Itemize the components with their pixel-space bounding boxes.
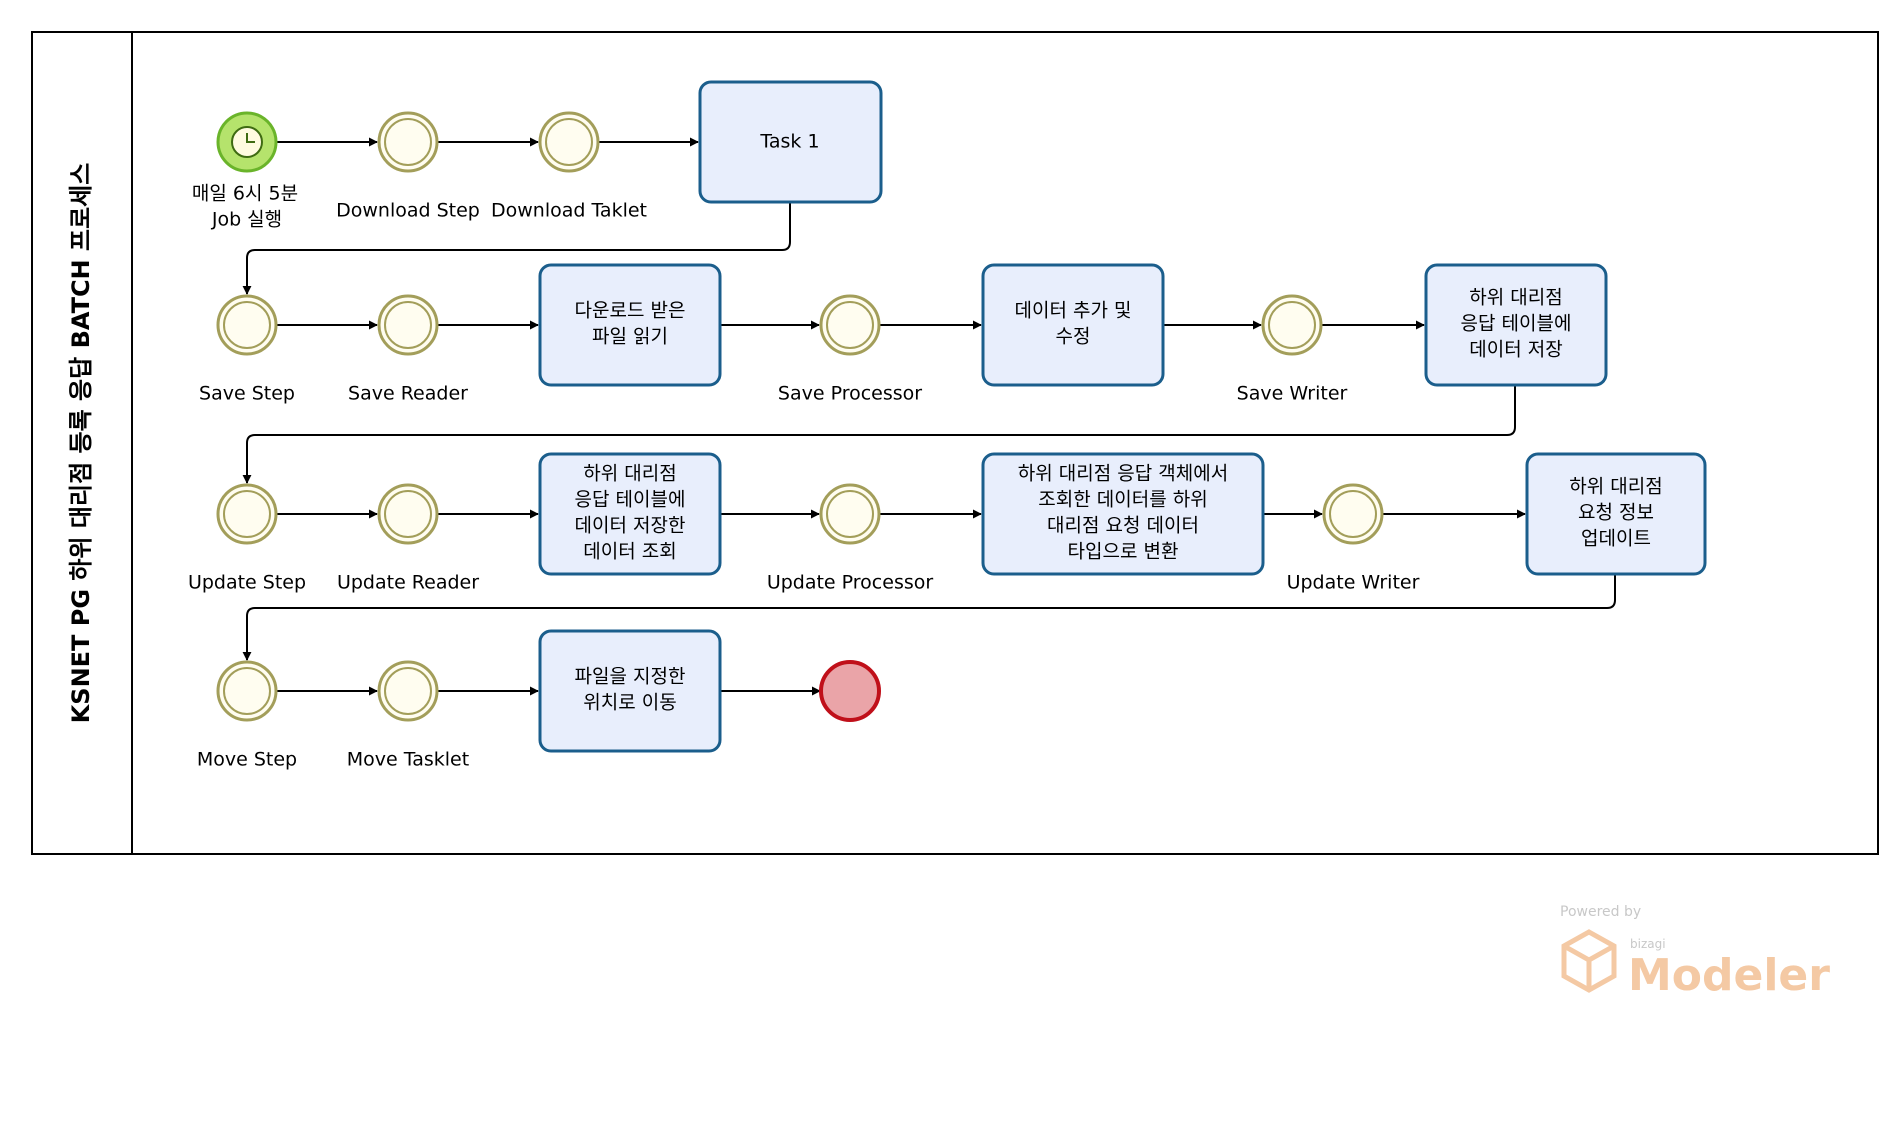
event-save-reader[interactable] <box>377 294 439 356</box>
start-event-label-line2: Job 실행 <box>211 209 282 231</box>
end-event[interactable] <box>819 660 881 722</box>
event-update-step[interactable] <box>216 483 278 545</box>
task-save-table-line3: 데이터 저장 <box>1469 339 1562 361</box>
event-move-tasklet[interactable] <box>377 660 439 722</box>
bizagi-logo-icon <box>1561 929 1617 993</box>
event-update-writer[interactable] <box>1322 483 1384 545</box>
task-convert-line3: 대리점 요청 데이터 <box>1047 515 1199 537</box>
task-convert-line1: 하위 대리점 응답 객체에서 <box>1018 463 1228 485</box>
label-save-reader: Save Reader <box>348 383 468 405</box>
label-update-processor: Update Processor <box>767 572 934 594</box>
event-save-processor[interactable] <box>819 294 881 356</box>
label-save-writer: Save Writer <box>1237 383 1348 405</box>
task-read-file-line2: 파일 읽기 <box>592 326 668 348</box>
task-query-saved-line4: 데이터 조회 <box>583 541 676 563</box>
task-read-file[interactable]: 다운로드 받은 파일 읽기 <box>538 263 722 387</box>
flow-update-request-to-move-step <box>242 575 1616 661</box>
task-move-file[interactable]: 파일을 지정한 위치로 이동 <box>538 629 722 753</box>
pool-title: KSNET PG 하위 대리점 등록 응답 BATCH 프로세스 <box>67 163 95 724</box>
task-1-label: Task 1 <box>759 131 819 153</box>
task-move-file-line2: 위치로 이동 <box>583 692 676 714</box>
label-download-tasklet: Download Taklet <box>491 200 647 222</box>
watermark: Powered by bizagi Modeler <box>1560 904 1830 1001</box>
label-download-step: Download Step <box>336 200 480 222</box>
watermark-powered-by: Powered by <box>1560 904 1641 920</box>
task-read-file-line1: 다운로드 받은 <box>575 300 686 322</box>
task-move-file-line1: 파일을 지정한 <box>575 666 686 688</box>
task-add-modify-line1: 데이터 추가 및 <box>1015 300 1132 322</box>
task-update-request-line3: 업데이트 <box>1581 528 1651 550</box>
label-update-step: Update Step <box>188 572 306 594</box>
label-save-step: Save Step <box>199 383 295 405</box>
flow-task1-to-save-step <box>242 202 791 295</box>
task-1[interactable]: Task 1 <box>698 80 883 204</box>
task-convert-line4: 타입으로 변환 <box>1068 541 1179 563</box>
start-event-label-line1: 매일 6시 5분 <box>192 183 298 205</box>
event-download-tasklet[interactable] <box>538 111 600 173</box>
pool-border <box>31 31 1879 855</box>
task-query-saved-line2: 응답 테이블에 <box>575 489 686 511</box>
sequence-flows <box>242 137 1616 696</box>
task-save-table[interactable]: 하위 대리점 응답 테이블에 데이터 저장 <box>1424 263 1608 387</box>
flow-save-table-to-update-step <box>242 386 1516 484</box>
label-move-tasklet: Move Tasklet <box>347 749 469 771</box>
task-query-saved[interactable]: 하위 대리점 응답 테이블에 데이터 저장한 데이터 조회 <box>538 452 722 576</box>
task-query-saved-line3: 데이터 저장한 <box>575 515 686 537</box>
watermark-brand: bizagi <box>1630 937 1666 951</box>
task-update-request-line1: 하위 대리점 <box>1569 476 1662 498</box>
task-convert[interactable]: 하위 대리점 응답 객체에서 조회한 데이터를 하위 대리점 요청 데이터 타입… <box>981 452 1265 576</box>
task-update-request-line2: 요청 정보 <box>1578 502 1654 524</box>
task-convert-line2: 조회한 데이터를 하위 <box>1038 489 1207 511</box>
event-move-step[interactable] <box>216 660 278 722</box>
task-add-modify-line2: 수정 <box>1056 326 1091 348</box>
event-update-processor[interactable] <box>819 483 881 545</box>
task-save-table-line2: 응답 테이블에 <box>1461 313 1572 335</box>
event-save-step[interactable] <box>216 294 278 356</box>
task-update-request[interactable]: 하위 대리점 요청 정보 업데이트 <box>1525 452 1707 576</box>
label-save-processor: Save Processor <box>778 383 922 405</box>
start-timer-event[interactable] <box>216 111 278 173</box>
label-move-step: Move Step <box>197 749 297 771</box>
event-download-step[interactable] <box>377 111 439 173</box>
event-update-reader[interactable] <box>377 483 439 545</box>
task-add-modify[interactable]: 데이터 추가 및 수정 <box>981 263 1165 387</box>
task-save-table-line1: 하위 대리점 <box>1469 287 1562 309</box>
label-update-reader: Update Reader <box>337 572 479 594</box>
event-save-writer[interactable] <box>1261 294 1323 356</box>
task-query-saved-line1: 하위 대리점 <box>583 463 676 485</box>
label-update-writer: Update Writer <box>1287 572 1420 594</box>
watermark-product: Modeler <box>1628 950 1830 1001</box>
